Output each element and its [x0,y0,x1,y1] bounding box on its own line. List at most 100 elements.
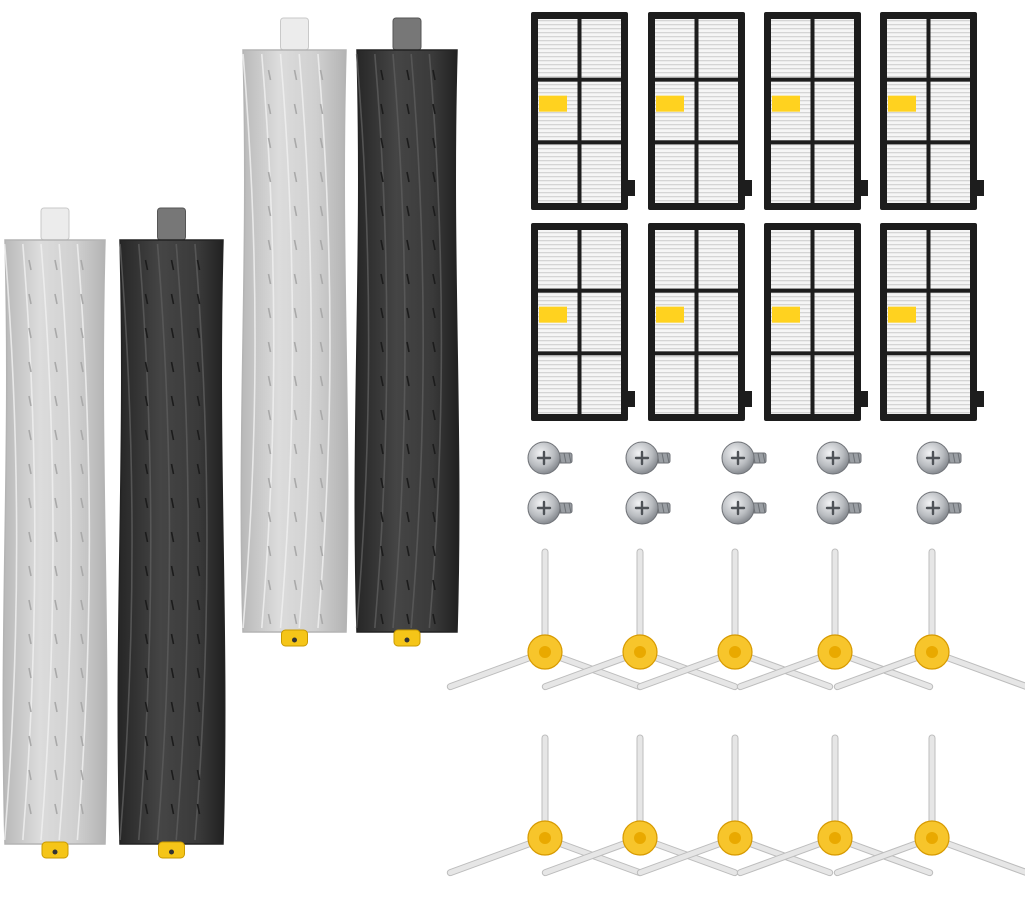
brush-hub-center [634,646,646,658]
filter-media-cell [887,19,927,78]
filter-media-cell [655,230,695,289]
roller-bristle-slot [319,477,324,489]
roller-bristle-slot [196,497,201,509]
roller-bristle-slot [170,769,175,781]
filter-media-cell [771,355,811,414]
roller-bristle-slot [54,327,58,339]
filter-tab [772,306,800,323]
roller-bristle-slot [144,599,149,611]
roller-bristle-slot [432,69,436,81]
roller-bristle-slot [28,769,32,781]
roller-bristle-slot [144,327,149,339]
roller-bristle-slot [80,497,84,509]
roller-bristle-slot [144,565,149,577]
filter-media-cell [581,19,621,78]
roller-flute [298,53,313,629]
roller-bristle-slot [432,477,436,489]
brush-hub-center [634,832,646,844]
filter-media-cell [887,355,927,414]
roller-bristle-slot [28,735,32,747]
roller-bristle-slot [406,273,410,285]
filter-5 [531,223,635,421]
roller-bristle-slot [54,395,58,407]
roller-bristle-slot [432,137,436,149]
filter-media-cell [930,292,970,352]
roller-bristle-slot [144,395,149,407]
filter-media-cell [771,144,811,203]
roller-bristle-slot [267,137,272,149]
filter-1 [531,12,635,210]
screw-thread [568,452,572,464]
roller-bristle-slot [80,667,84,679]
roller-bristle-slot [28,327,32,339]
screw-cross-slot [730,450,746,466]
roller-bristle-slot [319,545,324,557]
roller-bristle-slot [406,511,410,523]
roller-top-cap [40,207,70,241]
roller-bristle-slot [170,395,175,407]
screw-7 [625,491,671,525]
filter-media-cell [581,355,621,414]
roller-bristle-slot [293,511,298,523]
roller-bristle-slot [196,395,201,407]
roller-flute [279,53,294,629]
roller-bristle-slot [267,511,272,523]
roller-body [240,49,349,633]
filter-media-cell [655,144,695,203]
roller-flute [374,53,388,629]
hepa-filters [531,12,984,421]
roller-bristle-slot [170,259,175,271]
screws [527,441,962,525]
roller-bristle-slot [54,701,58,713]
filter-media-cell [581,144,621,203]
roller-bristle-slot [293,443,298,455]
roller-bristle-slot [380,341,384,353]
roller-bristle-slot [28,429,32,441]
side-brush-1 [446,548,644,691]
roller-bristle-slot [406,171,410,183]
roller-bristle-slot [144,361,149,373]
screw-4 [816,441,862,475]
screw-thread [666,502,670,514]
roller-bristle-slot [267,273,272,285]
roller-bristle-slot [432,579,436,591]
roller-bristle-slot [196,259,201,271]
roller-bristle-slot [293,171,298,183]
roller-bristle-slot [293,205,298,217]
roller-bristle-slot [80,531,84,543]
roller-bristle-slot [54,531,58,543]
roller-bristle-slot [319,205,324,217]
roller-bristle-slot [380,545,384,557]
roller-bristle-slot [380,477,384,489]
roller-bristle-slot [380,103,384,115]
roller-bristle-slot [196,293,201,305]
roller-bristle-slot [406,375,410,387]
roller-bristle-slot [267,443,272,455]
screw-thread [757,502,761,514]
screw-thread [762,502,766,514]
roller-bristle-slot [406,103,410,115]
filter-media-cell [698,81,738,141]
brush-hub-center [729,646,741,658]
roller-bristle-slot [267,103,272,115]
roller-flute [22,243,36,841]
filter-media-cell [538,19,578,78]
roller-bristle-slot [406,443,410,455]
roller-bristle-slot [406,341,410,353]
filter-media-cell [814,19,854,78]
brush-hub-center [729,832,741,844]
filter-media-cell [771,230,811,289]
roller-bristle-slot [293,273,298,285]
filter-media-cell [814,144,854,203]
roller-bristle-slot [432,171,436,183]
roller-flute [58,243,72,841]
roller-bristle-slot [319,579,324,591]
roller-bristle-slot [432,307,436,319]
roller-bristle-slot [28,701,32,713]
filter-media-cell [814,81,854,141]
roller-bristle-slot [28,803,32,815]
roller-bristle-slot [380,511,384,523]
filter-tab [772,95,800,112]
roller-flute [392,53,406,629]
roller-bristle-slot [28,565,32,577]
